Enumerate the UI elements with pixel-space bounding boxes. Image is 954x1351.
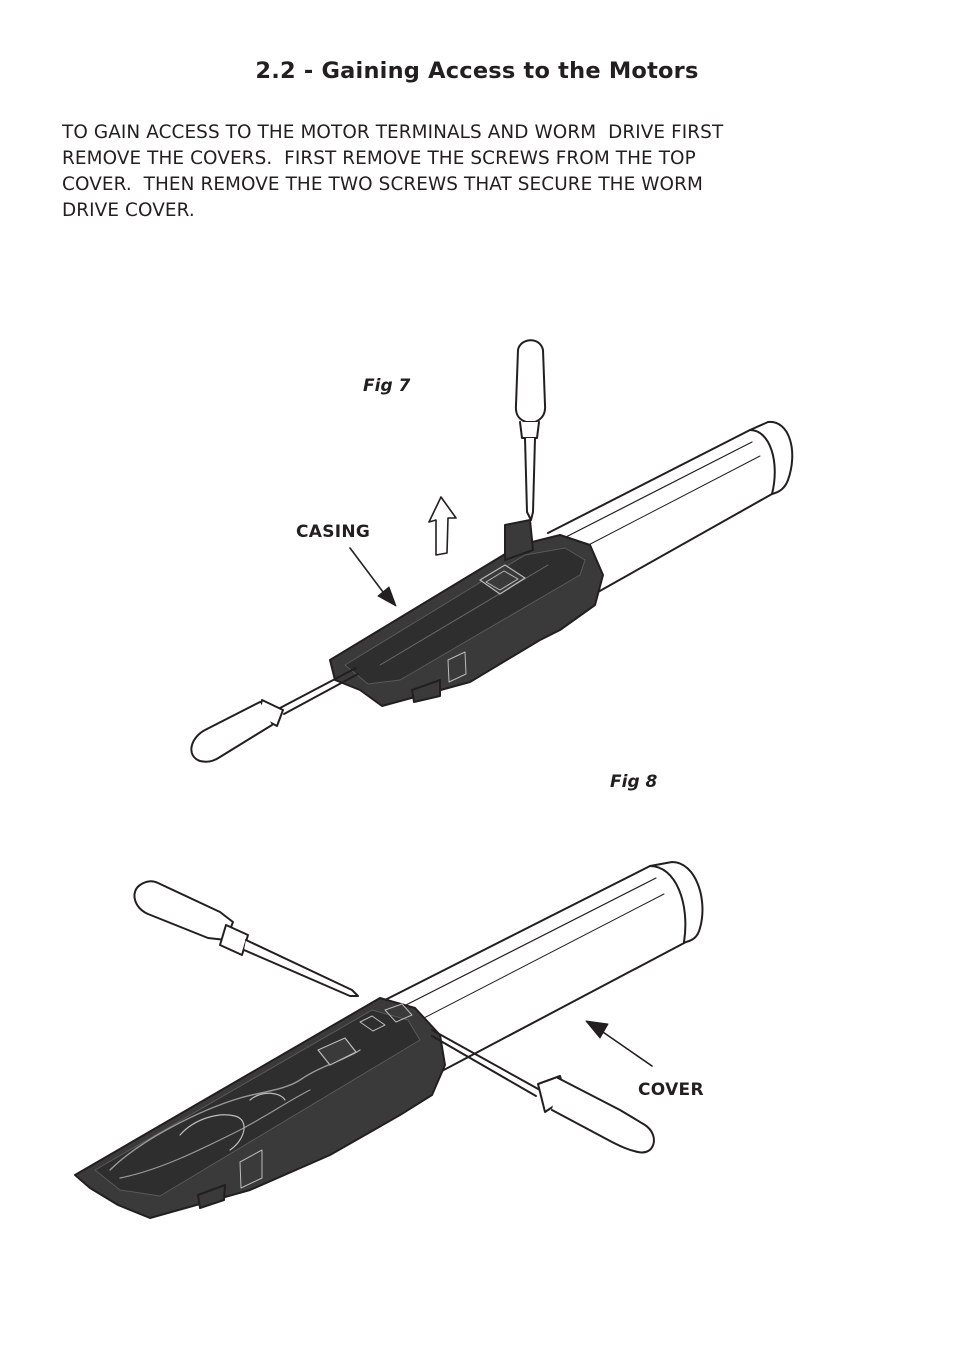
cover-callout: COVER xyxy=(638,1080,704,1100)
fig7-tube xyxy=(547,420,794,593)
fig7-up-arrow xyxy=(428,496,457,556)
section-title: 2.2 - Gaining Access to the Motors xyxy=(255,58,699,84)
casing-callout: CASING xyxy=(296,522,371,542)
fig7-screwdriver-left xyxy=(190,667,359,763)
fig7-casing-leader xyxy=(349,547,387,597)
fig7-casing-housing xyxy=(329,519,604,707)
fig8-screwdriver-upper xyxy=(133,880,359,997)
intro-paragraph: TO GAIN ACCESS TO THE MOTOR TERMINALS AN… xyxy=(62,120,892,224)
fig8-screwdriver-lower xyxy=(431,1029,655,1154)
fig8-cover-leader xyxy=(599,1029,653,1067)
fig7-screwdriver-top xyxy=(514,339,547,521)
fig8-tube xyxy=(384,861,704,1073)
fig8-label: Fig 8 xyxy=(610,772,658,792)
intro-line: DRIVE COVER. xyxy=(62,200,195,221)
fig8-cover-housing xyxy=(74,997,446,1219)
fig7-label: Fig 7 xyxy=(363,376,411,396)
intro-line: REMOVE THE COVERS. FIRST REMOVE THE SCRE… xyxy=(62,148,696,169)
intro-line: COVER. THEN REMOVE THE TWO SCREWS THAT S… xyxy=(62,174,703,195)
intro-line: TO GAIN ACCESS TO THE MOTOR TERMINALS AN… xyxy=(62,122,724,143)
